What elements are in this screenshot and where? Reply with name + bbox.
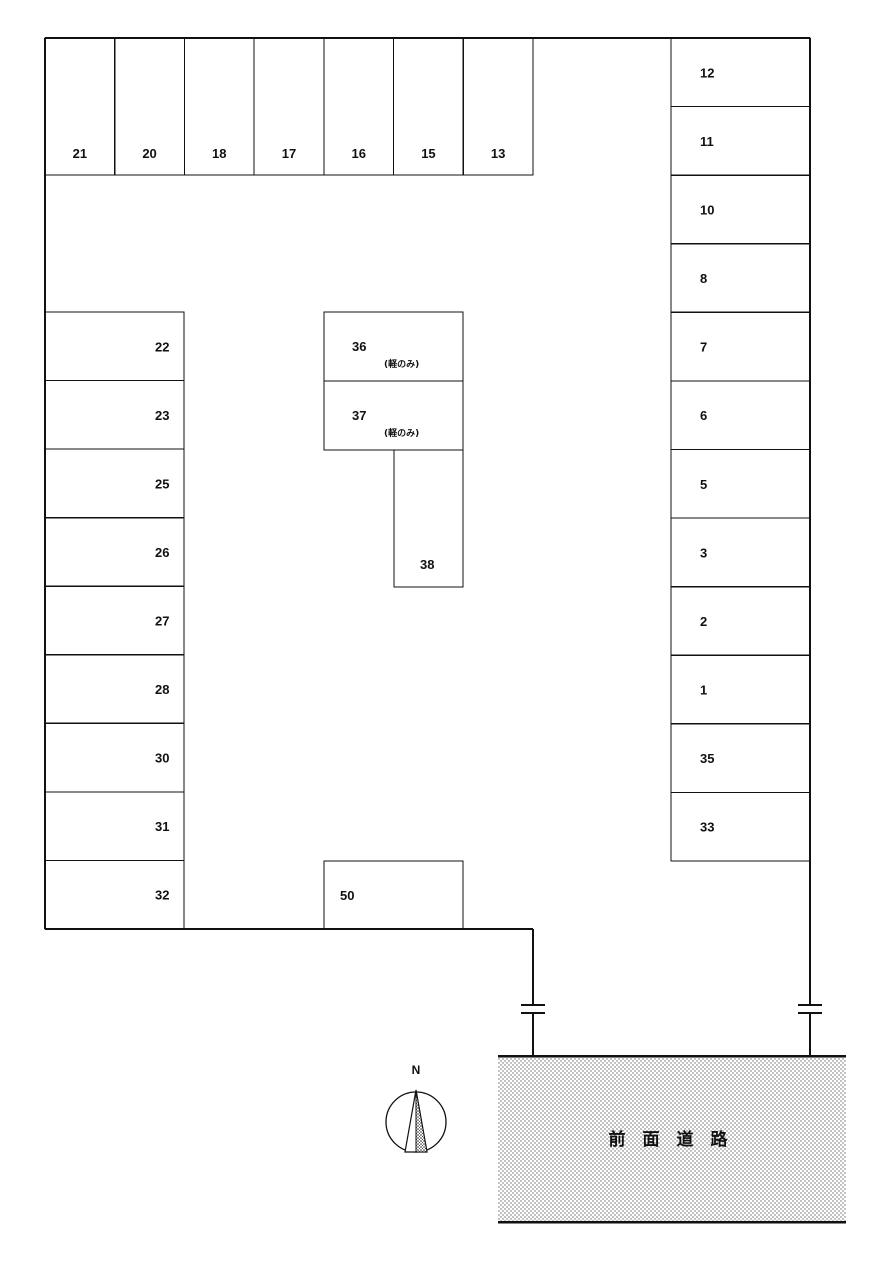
parking-stall-37[interactable] bbox=[323, 380, 464, 451]
stall-38-label: 38 bbox=[420, 557, 434, 572]
parking-stall-35[interactable] bbox=[670, 723, 811, 794]
stall-33-label: 33 bbox=[700, 820, 714, 835]
stall-31-label: 31 bbox=[155, 819, 169, 834]
parking-stall-36[interactable] bbox=[323, 311, 464, 382]
stall-50-label: 50 bbox=[340, 888, 354, 903]
parking-stall-3[interactable] bbox=[670, 517, 811, 588]
stall-12-label: 12 bbox=[700, 65, 714, 80]
front-road bbox=[498, 1054, 846, 1224]
stall-6-label: 6 bbox=[700, 408, 707, 423]
center-stalls bbox=[323, 311, 464, 930]
parking-stall-5[interactable] bbox=[670, 448, 811, 519]
parking-stall-8[interactable] bbox=[670, 243, 811, 313]
parking-stall-1[interactable] bbox=[670, 654, 811, 725]
stall-5-label: 5 bbox=[700, 477, 707, 492]
parking-stall-32[interactable] bbox=[44, 859, 185, 930]
front-road-label: 前 面 道 路 bbox=[609, 1129, 729, 1150]
stall-1-label: 1 bbox=[700, 683, 707, 698]
stall-20-label: 20 bbox=[142, 146, 156, 161]
stall-18-label: 18 bbox=[212, 146, 226, 161]
stall-8-label: 8 bbox=[700, 271, 707, 286]
stall-37-label: 37 bbox=[352, 408, 366, 423]
stall-17-label: 17 bbox=[282, 146, 296, 161]
stall-16-label: 16 bbox=[351, 146, 365, 161]
stall-30-label: 30 bbox=[155, 751, 169, 766]
stall-23-label: 23 bbox=[155, 408, 169, 423]
stall-25-label: 25 bbox=[155, 476, 169, 491]
parking-stall-10[interactable] bbox=[670, 174, 811, 245]
stall-32-label: 32 bbox=[155, 888, 169, 903]
parking-stall-6[interactable] bbox=[670, 380, 811, 451]
stall-36-label: 36 bbox=[352, 339, 366, 354]
parking-stall-50[interactable] bbox=[323, 860, 464, 930]
parking-stall-11[interactable] bbox=[670, 105, 811, 176]
entrance-gates bbox=[521, 1004, 822, 1014]
stall-27-label: 27 bbox=[155, 614, 169, 629]
stall-3-label: 3 bbox=[700, 545, 707, 560]
stall-21-label: 21 bbox=[73, 146, 87, 161]
stall-11-label: 11 bbox=[700, 134, 714, 149]
right-column-stalls: 12 11 10 8 7 6 5 3 2 1 35 33 bbox=[670, 37, 811, 862]
stall-26-label: 26 bbox=[155, 545, 169, 560]
stall-36-kei-note: (軽のみ) bbox=[384, 358, 419, 370]
left-column-stalls: 22 23 25 26 27 28 30 31 32 bbox=[44, 311, 185, 930]
stall-22-label: 22 bbox=[155, 339, 169, 354]
parking-stall-33[interactable] bbox=[670, 791, 811, 862]
stall-35-label: 35 bbox=[700, 751, 714, 766]
compass-north-label: N bbox=[412, 1063, 421, 1077]
stall-2-label: 2 bbox=[700, 614, 707, 629]
stall-28-label: 28 bbox=[155, 682, 169, 697]
stall-10-label: 10 bbox=[700, 202, 714, 217]
stall-7-label: 7 bbox=[700, 340, 707, 355]
parking-stall-7[interactable] bbox=[670, 311, 811, 382]
top-row-stalls: 21 20 18 17 16 15 13 bbox=[44, 37, 534, 176]
north-compass-icon bbox=[385, 1089, 447, 1153]
stall-37-kei-note: (軽のみ) bbox=[384, 427, 419, 439]
parking-stall-2[interactable] bbox=[670, 586, 811, 656]
parking-stall-38[interactable] bbox=[393, 449, 464, 588]
stall-15-label: 15 bbox=[421, 146, 435, 161]
parking-stall-13[interactable] bbox=[462, 37, 534, 176]
parking-stall-12[interactable] bbox=[670, 37, 811, 108]
stall-13-label: 13 bbox=[491, 146, 505, 161]
